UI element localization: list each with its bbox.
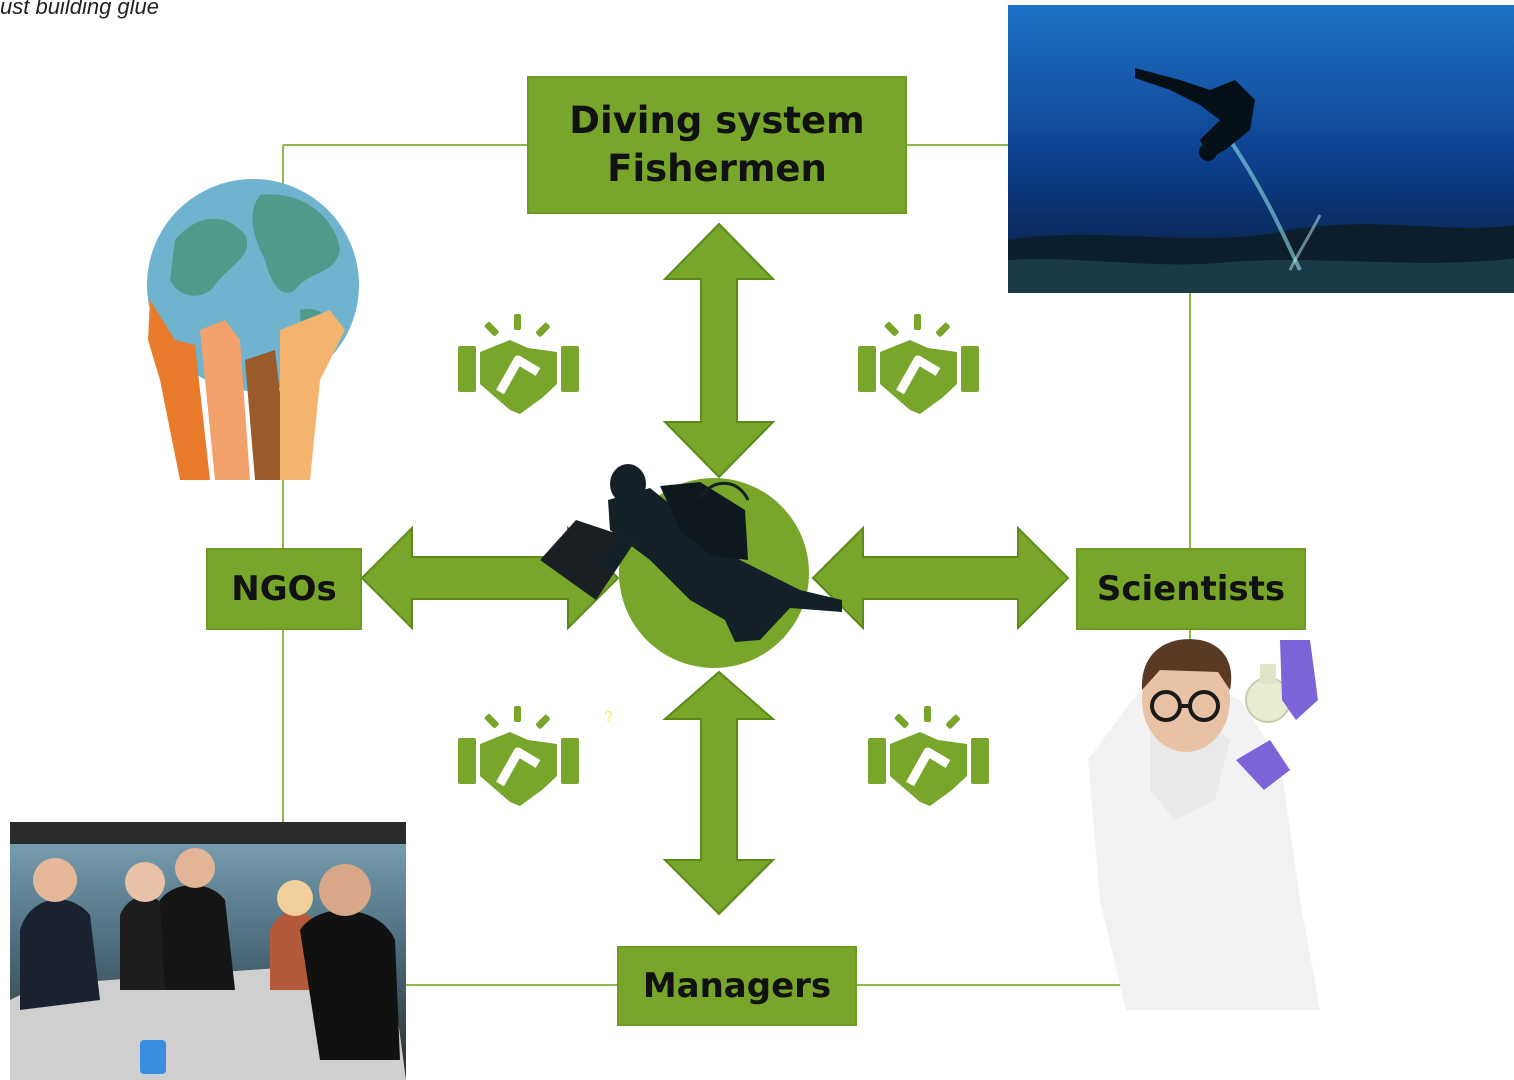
globe-in-hands-illustration bbox=[147, 179, 359, 480]
handshake-icon-bottom-right bbox=[868, 706, 989, 806]
arrow-horizontal-right bbox=[811, 525, 1070, 631]
node-scientists-label: Scientists bbox=[1096, 569, 1286, 609]
handshake-icon-bottom-left bbox=[458, 706, 579, 806]
handshake-icon-top-left bbox=[458, 314, 579, 414]
diver-underwater-photo bbox=[1008, 5, 1514, 293]
node-top-line2: Fishermen bbox=[607, 147, 827, 190]
diver-silhouette-icon bbox=[540, 464, 842, 642]
node-scientists: Scientists bbox=[1076, 548, 1306, 630]
node-diving-system-fishermen: Diving system Fishermen bbox=[527, 76, 907, 214]
node-ngos-label: NGOs bbox=[231, 569, 337, 609]
handshake-icon-top-right bbox=[858, 314, 979, 414]
node-managers-label: Managers bbox=[642, 966, 832, 1006]
stray-question-mark: ? bbox=[604, 709, 613, 726]
arrows bbox=[360, 222, 1070, 916]
node-managers: Managers bbox=[617, 946, 857, 1026]
arrow-vertical-top bbox=[662, 222, 776, 479]
scientist-with-flask-photo bbox=[1088, 639, 1320, 1010]
arrow-horizontal-left bbox=[360, 525, 620, 631]
page-caption: ust building glue bbox=[0, 0, 160, 19]
team-meeting-photo bbox=[10, 822, 406, 1080]
arrow-vertical-bottom bbox=[662, 670, 776, 916]
node-top-line1: Diving system bbox=[569, 98, 865, 142]
node-ngos: NGOs bbox=[206, 548, 362, 630]
raised-hands bbox=[148, 300, 345, 480]
